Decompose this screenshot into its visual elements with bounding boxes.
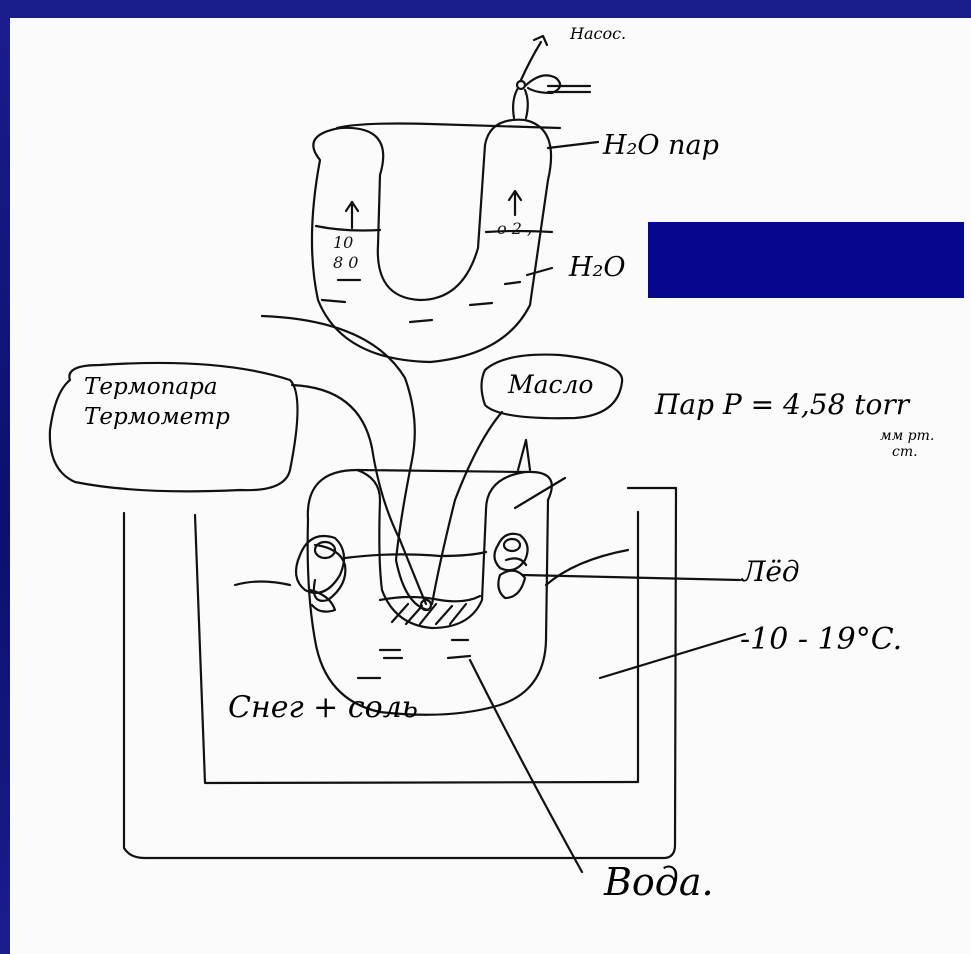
svg-text:8 0: 8 0 xyxy=(333,253,358,272)
cooling-bath xyxy=(124,488,676,858)
label-units-line2: ст. xyxy=(880,444,934,460)
leader-lines xyxy=(470,478,745,872)
label-pump: Насос. xyxy=(570,24,626,43)
lead-wires xyxy=(262,316,502,610)
label-ice: Лёд xyxy=(742,555,800,588)
label-vapor-top: H₂O пар xyxy=(603,130,719,161)
label-temperature: -10 - 19°C. xyxy=(740,622,902,657)
svg-text:10: 10 xyxy=(333,233,353,252)
label-water-bottom: Вода. xyxy=(604,860,714,904)
label-thermo-line1: Термопара xyxy=(84,372,230,402)
blue-cover-box xyxy=(648,222,964,298)
upper-u-tube: 10 8 0 o 2 , xyxy=(312,36,598,362)
label-snow-salt: Снег + соль xyxy=(228,690,418,725)
lower-u-vessel xyxy=(235,440,628,715)
label-thermo-line2: Термометр xyxy=(84,402,230,432)
label-thermocouple: Термопара Термометр xyxy=(84,372,230,432)
label-oil: Масло xyxy=(508,370,593,399)
label-water-top: H₂O xyxy=(569,252,626,283)
svg-text:o 2 ,: o 2 , xyxy=(497,219,532,238)
label-units-line1: мм рт. xyxy=(880,428,934,444)
label-vapor-pressure: Пар P = 4,58 torr xyxy=(655,388,909,421)
label-pressure-units: мм рт. ст. xyxy=(880,428,934,460)
